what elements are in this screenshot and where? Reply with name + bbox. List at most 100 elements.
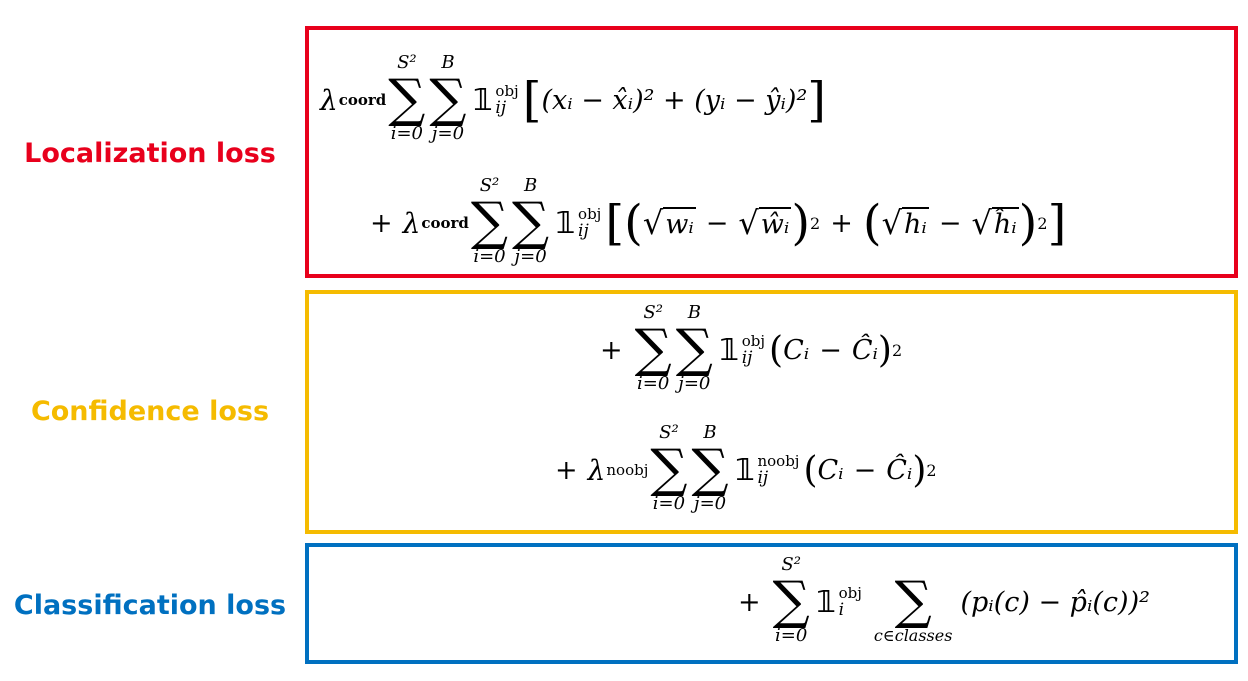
sqrt-symbol: √ [642,204,664,242]
localization-loss-label: Localization loss [24,138,276,169]
sum-i: S²∑i=0 [650,424,687,516]
sum-i: S²∑i=0 [388,54,425,146]
bracket-open: [ [605,195,625,251]
sum-upper: S² [397,52,417,73]
sum-upper: B [687,302,701,323]
sum-upper: S² [659,422,679,443]
indicator-sup: noobj [757,452,800,470]
sum-upper: B [523,175,538,196]
sqrt-symbol: √ [738,204,759,242]
sum-lower: j=0 [514,246,547,267]
confidence-loss-label: Confidence loss [30,396,270,427]
paren-open: ( [624,195,643,251]
sigma-symbol: ∑ [388,69,426,129]
bracket-close: ] [1047,195,1067,251]
w-term: wᵢ [663,206,696,240]
paren-open: ( [803,449,818,491]
sigma-symbol: ∑ [470,192,509,252]
c-hat-term: Ĉᵢ [886,454,913,486]
c-term: Cᵢ [783,334,810,366]
sum-lower: i=0 [652,493,686,514]
minus-sign: − [819,334,842,366]
plus-sign: + [600,334,623,366]
xy-error-term: (xᵢ − x̂ᵢ)² + (yᵢ − ŷᵢ)² [541,84,808,116]
sum-lower-classes: c∈classes [873,626,953,645]
sum-lower: j=0 [431,123,465,144]
lambda-symbol: λ [587,453,606,487]
paren-close: ) [877,329,892,371]
minus-sign: − [938,207,962,239]
minus-sign: − [705,207,729,239]
plus-sign: + [370,207,393,239]
h-term: hᵢ [901,206,929,240]
square-exponent: 2 [810,213,821,233]
coord-subscript: coord [338,91,387,109]
lambda-symbol: λ [402,206,421,240]
indicator-symbol: 𝟙 [734,452,756,488]
indicator-symbol: 𝟙 [718,332,740,368]
sum-lower: i=0 [390,123,423,144]
sum-upper: S² [643,302,663,323]
indicator-symbol: 𝟙 [555,205,577,241]
sigma-symbol: ∑ [772,571,810,631]
indicator-symbol: 𝟙 [472,82,494,118]
sum-upper: S² [479,175,500,196]
paren-open: ( [862,195,882,251]
sigma-symbol: ∑ [691,439,729,499]
plus-sign: + [830,207,853,239]
bracket-close: ] [807,72,827,128]
sum-upper: S² [781,554,801,575]
sigma-symbol: ∑ [894,571,932,631]
indicator-symbol: 𝟙 [815,584,837,620]
sigma-symbol: ∑ [675,319,713,379]
paren-close: ) [791,195,811,251]
confidence-loss-box [305,290,1238,534]
indicator-sup: obj [495,82,519,100]
classification-loss-label: Classification loss [13,590,287,621]
square-exponent: 2 [926,460,937,480]
indicator-sup: obj [741,332,766,350]
indicator-sup: obj [578,205,602,223]
sigma-symbol: ∑ [429,69,467,129]
localization-loss-box [305,26,1238,278]
sum-lower: j=0 [678,373,711,394]
paren-close: ) [912,449,927,491]
sigma-symbol: ∑ [512,192,550,252]
plus-sign: + [555,454,578,486]
sum-j: B∑j=0 [691,424,728,516]
sum-i: S²∑i=0 [773,556,810,648]
sqrt-symbol: √ [881,204,902,242]
sum-j: B∑j=0 [676,304,713,396]
plus-sign: + [738,586,761,618]
sigma-symbol: ∑ [634,319,672,379]
class-prob-term: (pᵢ(c) − p̂ᵢ(c))² [960,586,1150,618]
w-hat-term: ŵᵢ [758,206,792,240]
square-exponent: 2 [1037,213,1048,233]
lambda-symbol: λ [320,83,338,117]
indicator-sub: ij [495,98,507,118]
sum-j: B∑j=0 [512,177,549,269]
c-hat-term: Ĉᵢ [851,334,878,366]
coord-subscript: coord [421,214,469,232]
indicator-sub: i [838,600,845,620]
noobj-subscript: noobj [606,461,649,479]
sum-classes: ∑c∈classes [874,556,953,648]
c-term: Cᵢ [817,454,844,486]
sum-i: S²∑i=0 [471,177,508,269]
paren-open: ( [769,329,784,371]
h-hat-term: ĥᵢ [991,206,1019,240]
sum-lower: i=0 [473,246,506,267]
square-exponent: 2 [891,340,903,360]
sum-lower: i=0 [637,373,670,394]
sum-upper: B [441,52,455,73]
sqrt-symbol: √ [971,204,992,242]
sum-j: B∑j=0 [429,54,466,146]
